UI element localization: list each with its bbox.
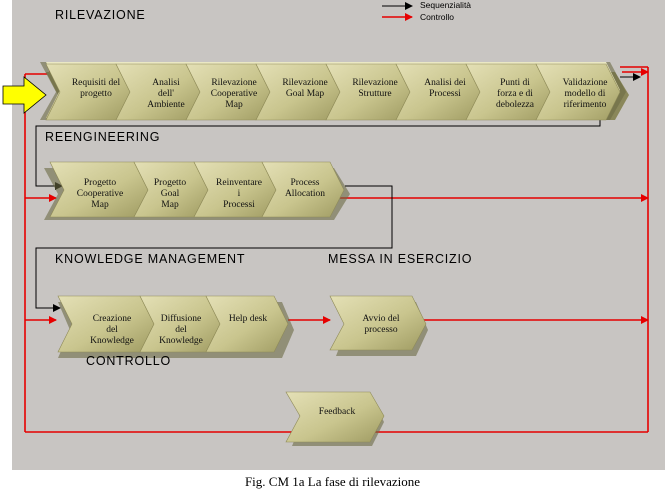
step-rilevazione-strutture: Rilevazione Strutture <box>352 78 398 99</box>
step-help-desk: Help desk <box>228 314 268 324</box>
chevrons-rilevazione <box>45 63 621 121</box>
step-feedback: Feedback <box>318 407 356 417</box>
step-requisiti: Requisiti del progetto <box>71 78 121 99</box>
chevron-process-allocation <box>261 161 345 218</box>
step-avvio: Avvio del processo <box>362 314 400 335</box>
step-progetto-goal: Progetto Goal Map <box>153 178 187 210</box>
step-analisi-processi: Analisi dei Processi <box>424 78 466 99</box>
section-rilevazione: RILEVAZIONE <box>55 8 146 22</box>
chevron-feedback <box>285 391 385 443</box>
sequence-lines <box>35 73 641 312</box>
section-messa-in-esercizio: MESSA IN ESERCIZIO <box>328 252 473 266</box>
step-punti-forza: Punti di forza e di debolezza <box>496 78 534 110</box>
figure-caption: Fig. CM 1a La fase di rilevazione <box>244 474 421 489</box>
seq-rilevazione-to-reengineering <box>35 112 601 190</box>
chevron-help-desk <box>205 295 289 353</box>
entry-arrow-icon <box>2 76 47 114</box>
step-process-allocation: Process Allocation <box>284 178 326 199</box>
step-rilevazione-goal: Rilevazione Goal Map <box>282 78 328 99</box>
step-creazione: Creazione del Knowledge <box>90 314 134 346</box>
section-reengineering: REENGINEERING <box>45 130 161 144</box>
legend-sequence-label: Sequenzialità <box>420 0 472 10</box>
step-reinventare: Reinventare i Processi <box>216 178 262 210</box>
chevron-avvio <box>329 295 427 351</box>
step-diffusione: Diffusione del Knowledge <box>159 314 203 346</box>
step-progetto-coop: Progetto Cooperative Map <box>76 178 124 210</box>
legend-control-label: Controllo <box>420 12 455 22</box>
step-analisi-ambiente: Analisi dell' Ambiente <box>147 78 185 110</box>
seq-reengineering-to-knowledge <box>35 185 393 312</box>
step-rilevazione-coop: Rilevazione Cooperative Map <box>210 78 258 110</box>
step-validazione: Validazione modello di riferimento <box>562 78 608 110</box>
section-controllo: CONTROLLO <box>86 354 171 368</box>
chevrons-reengineering <box>49 161 345 218</box>
control-lines <box>24 66 649 433</box>
chevron-validazione <box>535 63 621 121</box>
section-knowledge-management: KNOWLEDGE MANAGEMENT <box>55 252 246 266</box>
chevrons-knowledge <box>57 295 289 353</box>
